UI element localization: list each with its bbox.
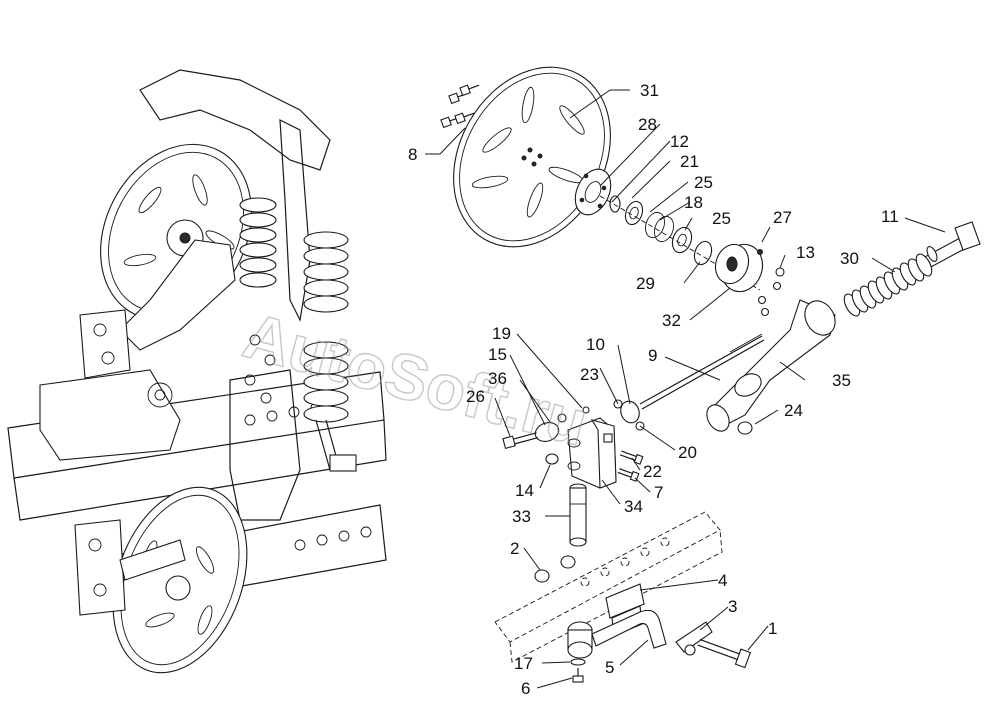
callout-19: 19 [492, 324, 511, 343]
callout-34: 34 [624, 497, 643, 516]
callout-21: 21 [680, 152, 699, 171]
callout-22: 22 [643, 462, 662, 481]
screw-part-6 [572, 668, 584, 683]
callout-6: 6 [521, 679, 530, 698]
callout-10: 10 [586, 335, 605, 354]
callout-15: 15 [488, 345, 507, 364]
callout-25-second: 25 [712, 209, 731, 228]
callout-11: 11 [881, 207, 899, 226]
callout-14: 14 [515, 481, 534, 500]
callout-13: 13 [796, 243, 815, 262]
callout-2: 2 [510, 539, 519, 558]
flange-part-28 [574, 168, 612, 216]
callout-23: 23 [580, 365, 599, 384]
callout-31: 31 [640, 81, 659, 100]
spring-part-30 [843, 253, 933, 317]
bolt-part-22 [619, 450, 644, 465]
callout-33: 33 [512, 507, 531, 526]
lower-disc-assembled [112, 486, 248, 674]
callout-12: 12 [670, 132, 689, 151]
callout-32: 32 [662, 311, 681, 330]
callout-labels: 31 8 28 12 21 25 18 25 29 32 27 13 30 11… [408, 81, 946, 698]
callout-7: 7 [654, 483, 663, 502]
clamp-part-3 [675, 621, 713, 656]
callout-28: 28 [638, 115, 657, 134]
rod-part-9 [639, 333, 765, 410]
nut-part-14 [545, 453, 559, 465]
assembled-view [7, 69, 387, 674]
callout-25: 25 [694, 173, 713, 192]
exploded-view: AutoSoft.ru [236, 66, 981, 683]
nuts-part-13 [757, 267, 785, 317]
callout-24: 24 [784, 401, 803, 420]
pin-parts-10-23-20 [613, 399, 645, 431]
bolts-part-8 [440, 84, 480, 129]
callout-20: 20 [678, 443, 697, 462]
callout-36: 36 [488, 369, 507, 388]
hub-part-32 [714, 243, 764, 293]
callout-4: 4 [718, 571, 727, 590]
watermark-text: AutoSoft.ru [236, 299, 595, 460]
bolt-part-26 [502, 432, 538, 450]
tube-part-5 [567, 609, 667, 659]
springs-assembled [239, 197, 357, 472]
callout-17: 17 [514, 654, 533, 673]
callout-26: 26 [466, 387, 485, 406]
callout-3: 3 [728, 597, 737, 616]
callout-18: 18 [684, 193, 703, 212]
arm-part-35 [706, 299, 836, 432]
callout-8: 8 [408, 145, 417, 164]
nut-part-24 [737, 421, 753, 435]
bolt-part-1 [697, 638, 752, 669]
callout-35: 35 [832, 371, 851, 390]
callout-29: 29 [636, 274, 655, 293]
bolt-part-7 [617, 468, 640, 482]
callout-27: 27 [773, 208, 792, 227]
nuts-part-2 [534, 555, 576, 583]
shaft-part-33 [569, 483, 587, 547]
bracket-part-34 [567, 417, 617, 489]
callout-5: 5 [605, 658, 614, 677]
callout-9: 9 [648, 346, 657, 365]
disc-part-31 [453, 66, 611, 248]
callout-30: 30 [840, 249, 859, 268]
washer-part-17 [570, 658, 586, 666]
callout-1: 1 [768, 619, 777, 638]
frame-holes [244, 334, 372, 551]
